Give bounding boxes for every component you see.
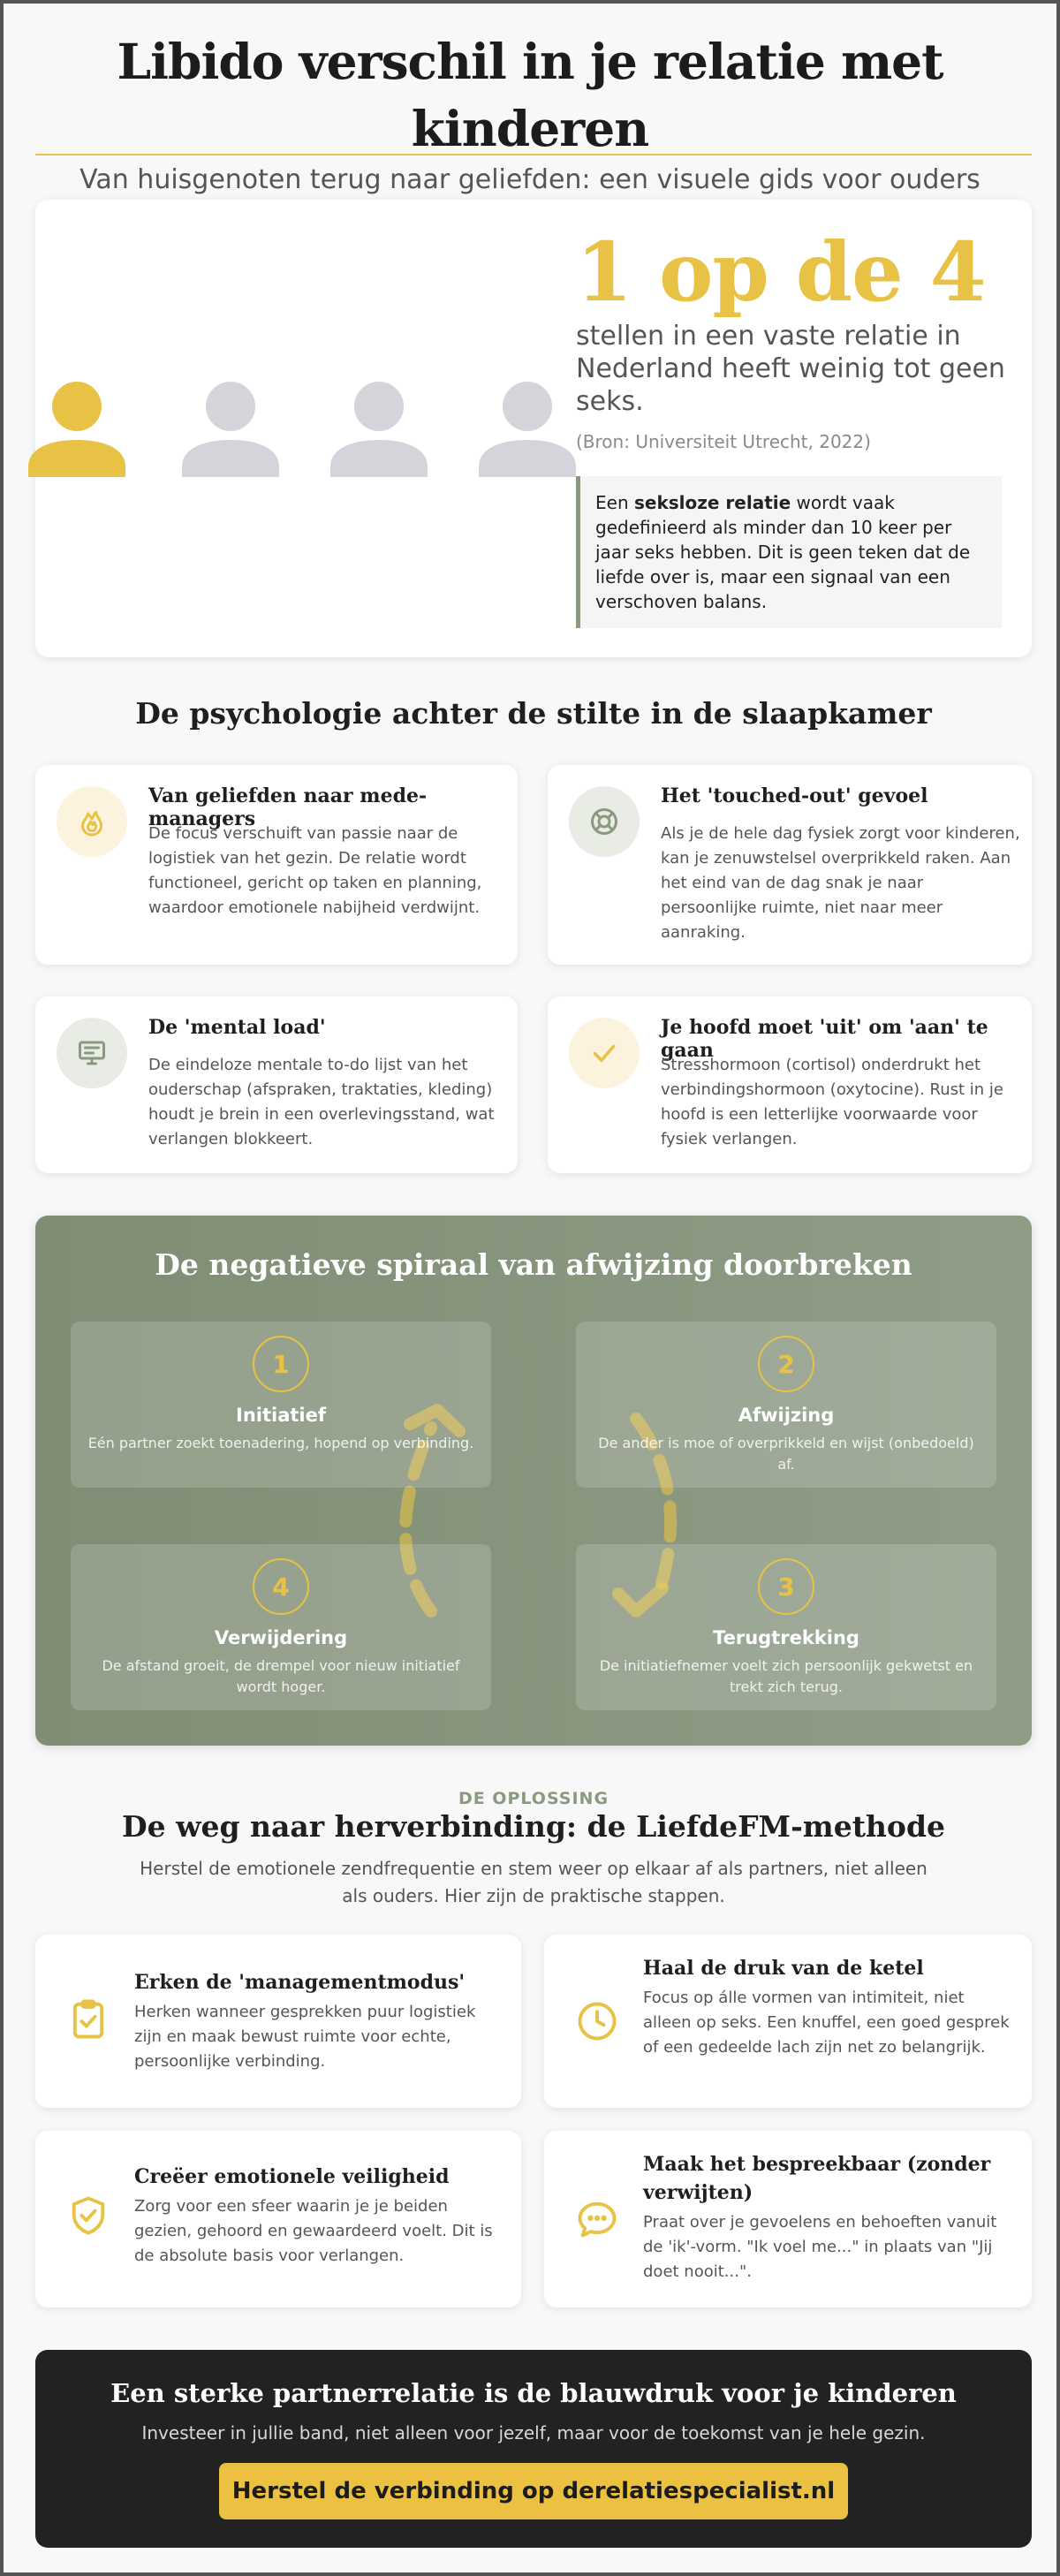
step-text: De ander is moe of overprikkeld en wijst…: [598, 1435, 974, 1473]
stat-number: 1 op de 4: [576, 224, 987, 320]
page-title: Libido verschil in je relatie met kinder…: [117, 33, 943, 157]
rejection-spiral: De negatieve spiraal van afwijzing doorb…: [35, 1216, 1032, 1746]
spiral-step: 4 Verwijdering De afstand groeit, de dre…: [71, 1544, 491, 1710]
cta-banner: Een sterke partnerrelatie is de blauwdru…: [35, 2350, 1032, 2548]
psychology-title: De psychologie achter de stilte in de sl…: [135, 696, 932, 731]
person-icon: [479, 382, 576, 477]
clock-icon: [571, 1995, 624, 2048]
spiral-step: 1 Initiatief Eén partner zoekt toenaderi…: [71, 1322, 491, 1488]
person-icon: [330, 382, 428, 477]
stat-description: stellen in een vaste relatie in Nederlan…: [576, 321, 1005, 417]
solution-card-title: Erken de 'managementmodus': [134, 1971, 466, 1994]
step-text: Eén partner zoekt toenadering, hopend op…: [87, 1435, 474, 1451]
psychology-card-text: De eindeloze mentale to-do lijst van het…: [148, 1056, 495, 1148]
solution-card: Creëer emotionele veiligheid Zorg voor e…: [35, 2131, 521, 2307]
clipboard-check-icon: [62, 1993, 115, 2046]
flame-icon: [57, 786, 127, 857]
step-title: Terugtrekking: [713, 1627, 859, 1648]
solution-eyebrow: DE OPLOSSING: [458, 1789, 610, 1808]
spiral-step: 2 Afwijzing De ander is moe of overprikk…: [576, 1322, 996, 1488]
psychology-card: De 'mental load' De eindeloze mentale to…: [35, 996, 518, 1173]
step-text: De initiatiefnemer voelt zich persoonlij…: [599, 1657, 973, 1695]
solution-card: Erken de 'managementmodus' Herken wannee…: [35, 1935, 521, 2108]
psychology-card-title: De 'mental load': [148, 1016, 326, 1039]
step-title: Initiatief: [236, 1405, 326, 1426]
psychology-card: Het 'touched-out' gevoel Als je de hele …: [548, 765, 1032, 965]
psychology-card-text: Stresshormoon (cortisol) onderdrukt het …: [661, 1056, 1003, 1148]
cta-title: Een sterke partnerrelatie is de blauwdru…: [110, 2378, 957, 2408]
psychology-card-text: De focus verschuift van passie naar de l…: [148, 824, 482, 917]
solution-card: Haal de druk van de ketel Focus op álle …: [544, 1935, 1032, 2108]
solution-card-text: Herken wanneer gesprekken puur logistiek…: [134, 2003, 476, 2071]
header-divider: [35, 154, 1032, 155]
definition-pre: Een: [595, 492, 634, 513]
spiral-title: De negatieve spiraal van afwijzing doorb…: [155, 1247, 912, 1282]
step-title: Verwijdering: [214, 1627, 348, 1648]
step-number: 3: [758, 1558, 814, 1615]
cta-button[interactable]: Herstel de verbinding op derelatiespecia…: [219, 2463, 848, 2519]
spiral-step: 3 Terugtrekking De initiatiefnemer voelt…: [576, 1544, 996, 1710]
psychology-card-text: Als je de hele dag fysiek zorgt voor kin…: [661, 824, 1020, 942]
step-number: 4: [253, 1558, 309, 1615]
step-title: Afwijzing: [738, 1405, 835, 1426]
cta-text: Investeer in jullie band, niet alleen vo…: [141, 2422, 926, 2443]
shield-check-icon: [62, 2189, 115, 2242]
people-icons: [28, 380, 576, 486]
stat-card: 1 op de 4 stellen in een vaste relatie i…: [28, 200, 1032, 657]
step-number: 1: [253, 1336, 309, 1392]
psychology-card-title: Het 'touched-out' gevoel: [661, 784, 928, 807]
step-text: De afstand groeit, de drempel voor nieuw…: [102, 1657, 460, 1695]
psychology-card: Van geliefden naar mede-managers De focu…: [35, 765, 518, 965]
person-icon-highlighted: [28, 382, 125, 477]
solution-card-text: Focus op álle vormen van intimiteit, nie…: [643, 1989, 1010, 2057]
stat-source: (Bron: Universiteit Utrecht, 2022): [576, 431, 871, 452]
solution-card-title: Maak het bespreekbaar (zonder verwijten): [643, 2153, 991, 2204]
page-subtitle: Van huisgenoten terug naar geliefden: ee…: [80, 164, 980, 195]
solution-card: Maak het bespreekbaar (zonder verwijten)…: [544, 2131, 1032, 2307]
solution-title: De weg naar herverbinding: de LiefdeFM-m…: [121, 1809, 946, 1844]
step-number: 2: [758, 1336, 814, 1392]
definition-box: Een seksloze relatie wordt vaak gedefini…: [576, 476, 1002, 628]
psychology-card-title: Je hoofd moet 'uit' om 'aan' te gaan: [661, 1016, 988, 1062]
solution-card-title: Creëer emotionele veiligheid: [134, 2165, 450, 2188]
chat-bubble-icon: [571, 2193, 624, 2246]
checkmark-icon: [569, 1018, 640, 1088]
definition-post: wordt vaak gedefinieerd als minder dan 1…: [595, 492, 971, 612]
definition-term: seksloze relatie: [633, 492, 791, 513]
psychology-card-title: Van geliefden naar mede-managers: [148, 784, 428, 830]
monitor-icon: [57, 1018, 127, 1088]
solution-card-title: Haal de druk van de ketel: [643, 1957, 924, 1980]
solution-intro: Herstel de emotionele zendfrequentie en …: [140, 1858, 928, 1906]
psychology-card: Je hoofd moet 'uit' om 'aan' te gaan Str…: [548, 996, 1032, 1173]
solution-card-text: Zorg voor een sfeer waarin je je beiden …: [134, 2197, 493, 2265]
solution-card-text: Praat over je gevoelens en behoeften van…: [643, 2213, 997, 2281]
person-icon: [182, 382, 279, 477]
lifebuoy-icon: [569, 786, 640, 857]
page-header: Libido verschil in je relatie met kinder…: [4, 4, 1056, 195]
